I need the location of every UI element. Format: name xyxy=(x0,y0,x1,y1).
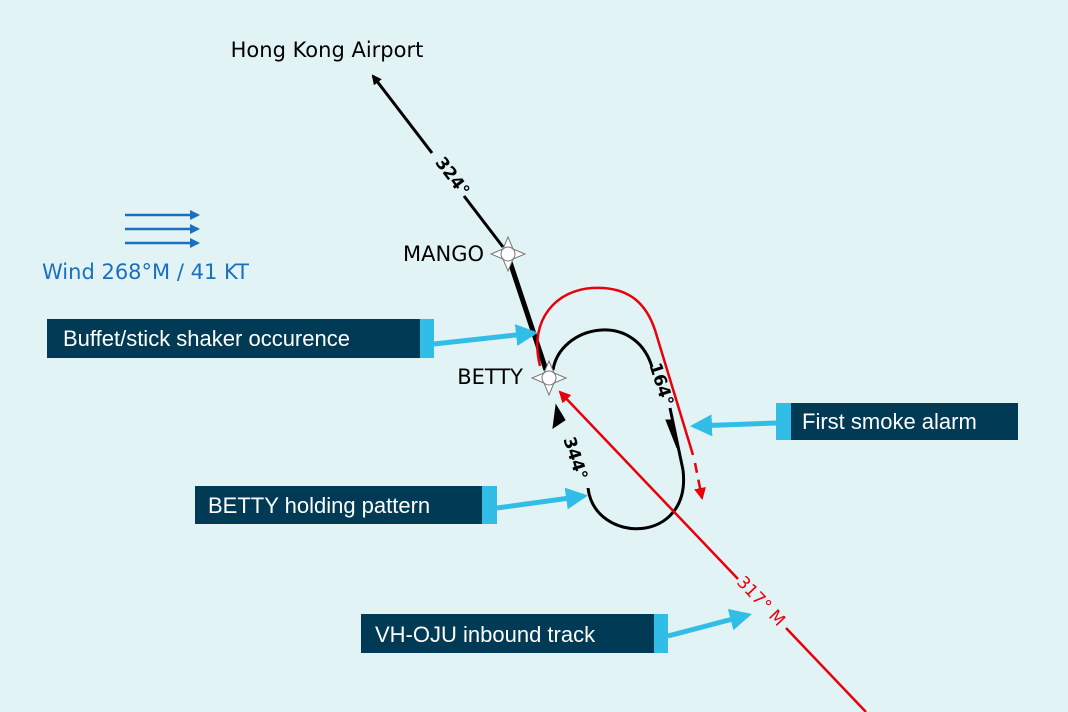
betty-label: BETTY xyxy=(457,365,523,389)
callout-buffet: Buffet/stick shaker occurence xyxy=(47,319,538,358)
heading-344-label: 344° xyxy=(558,434,591,482)
heading-317-label: 317° M xyxy=(732,573,789,631)
destination-label: Hong Kong Airport xyxy=(231,38,424,62)
route-to-airport: 324° xyxy=(371,74,505,248)
callout-buffet-text: Buffet/stick shaker occurence xyxy=(63,326,350,351)
callout-holding-text: BETTY holding pattern xyxy=(208,493,430,518)
mango-label: MANGO xyxy=(403,242,484,266)
callout-smoke-text: First smoke alarm xyxy=(802,409,977,434)
heading-324-label: 324° xyxy=(431,153,474,200)
outbound-arrow-icon xyxy=(665,419,678,449)
holding-pattern xyxy=(551,328,685,531)
mango-betty-leg xyxy=(507,261,549,371)
wind-label: Wind 268°M / 41 KT xyxy=(42,260,249,284)
callout-inbound: VH-OJU inbound track xyxy=(361,608,752,653)
callout-inbound-text: VH-OJU inbound track xyxy=(375,622,596,647)
callout-holding: BETTY holding pattern xyxy=(195,486,588,524)
actual-flight-track xyxy=(536,286,706,500)
betty-waypoint-icon xyxy=(530,359,568,397)
wind-arrows-icon xyxy=(125,210,200,248)
mango-waypoint-icon xyxy=(489,235,527,273)
callout-smoke: First smoke alarm xyxy=(690,403,1018,440)
inbound-arrow-icon xyxy=(552,403,566,430)
